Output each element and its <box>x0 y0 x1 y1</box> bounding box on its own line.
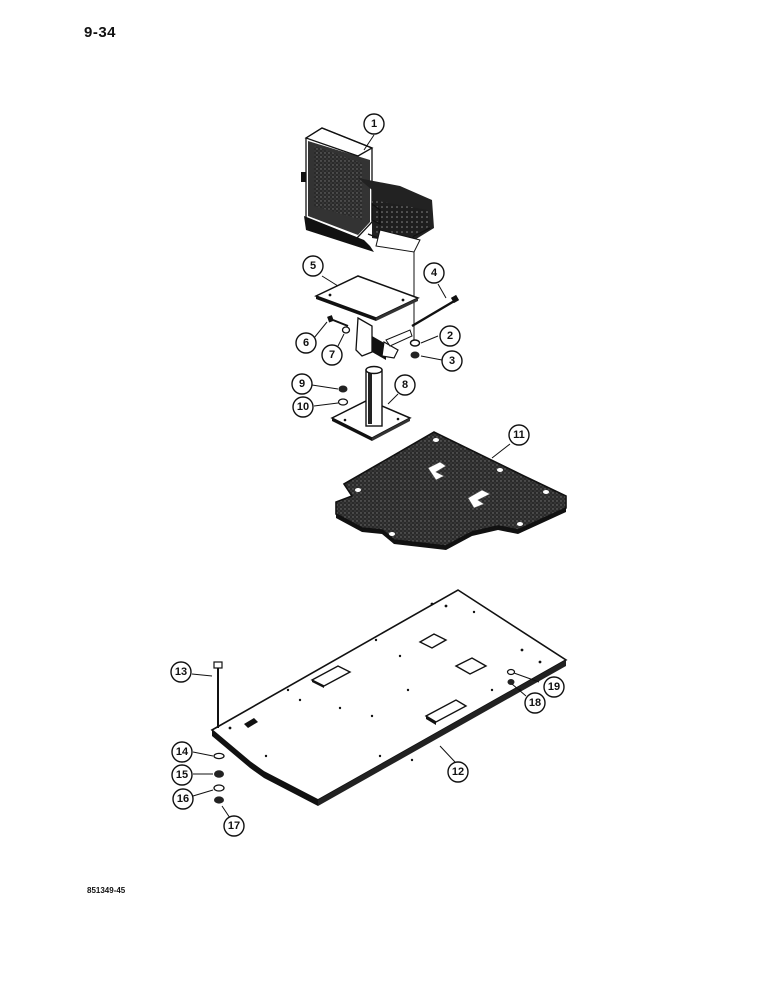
callout-5: 5 <box>302 255 324 277</box>
svg-text:18: 18 <box>529 697 541 709</box>
callout-7: 7 <box>321 344 343 366</box>
bolt-4 <box>411 294 460 328</box>
svg-text:17: 17 <box>228 820 240 832</box>
callout-13: 13 <box>170 661 192 683</box>
svg-text:6: 6 <box>303 337 309 349</box>
svg-text:8: 8 <box>402 379 408 391</box>
callout-1: 1 <box>363 113 385 135</box>
svg-text:16: 16 <box>177 793 189 805</box>
floor-mat <box>335 431 567 550</box>
svg-text:14: 14 <box>176 746 189 758</box>
svg-text:13: 13 <box>175 666 187 678</box>
callout-18: 18 <box>524 692 546 714</box>
callout-2: 2 <box>439 325 461 347</box>
leader-lines <box>191 134 540 819</box>
svg-text:9: 9 <box>299 378 305 390</box>
svg-text:5: 5 <box>310 260 316 272</box>
seat <box>301 127 434 253</box>
callout-6: 6 <box>295 332 317 354</box>
callout-3: 3 <box>441 350 463 372</box>
callout-12: 12 <box>447 761 469 783</box>
svg-text:12: 12 <box>452 766 464 778</box>
svg-text:3: 3 <box>449 355 455 367</box>
svg-text:11: 11 <box>513 429 525 441</box>
callout-19: 19 <box>543 676 565 698</box>
svg-text:2: 2 <box>447 330 453 342</box>
callout-14: 14 <box>171 741 193 763</box>
svg-text:1: 1 <box>371 118 377 130</box>
callout-16: 16 <box>172 788 194 810</box>
seat-mounting-plate <box>314 275 420 360</box>
callout-17: 17 <box>223 815 245 837</box>
callout-8: 8 <box>394 374 416 396</box>
callout-9: 9 <box>291 373 313 395</box>
callout-11: 11 <box>508 424 530 446</box>
svg-text:4: 4 <box>431 267 438 279</box>
seat-pedestal <box>330 365 412 441</box>
callout-10: 10 <box>292 396 314 418</box>
floor-plate <box>210 589 568 806</box>
callout-4: 4 <box>423 262 445 284</box>
svg-text:10: 10 <box>297 401 309 413</box>
bolt-13 <box>213 661 223 728</box>
page-number: 9-34 <box>84 24 117 41</box>
svg-text:19: 19 <box>548 681 560 693</box>
callout-15: 15 <box>171 764 193 786</box>
svg-text:7: 7 <box>329 349 335 361</box>
figure-code: 851349-45 <box>87 886 126 895</box>
svg-text:15: 15 <box>176 769 188 781</box>
